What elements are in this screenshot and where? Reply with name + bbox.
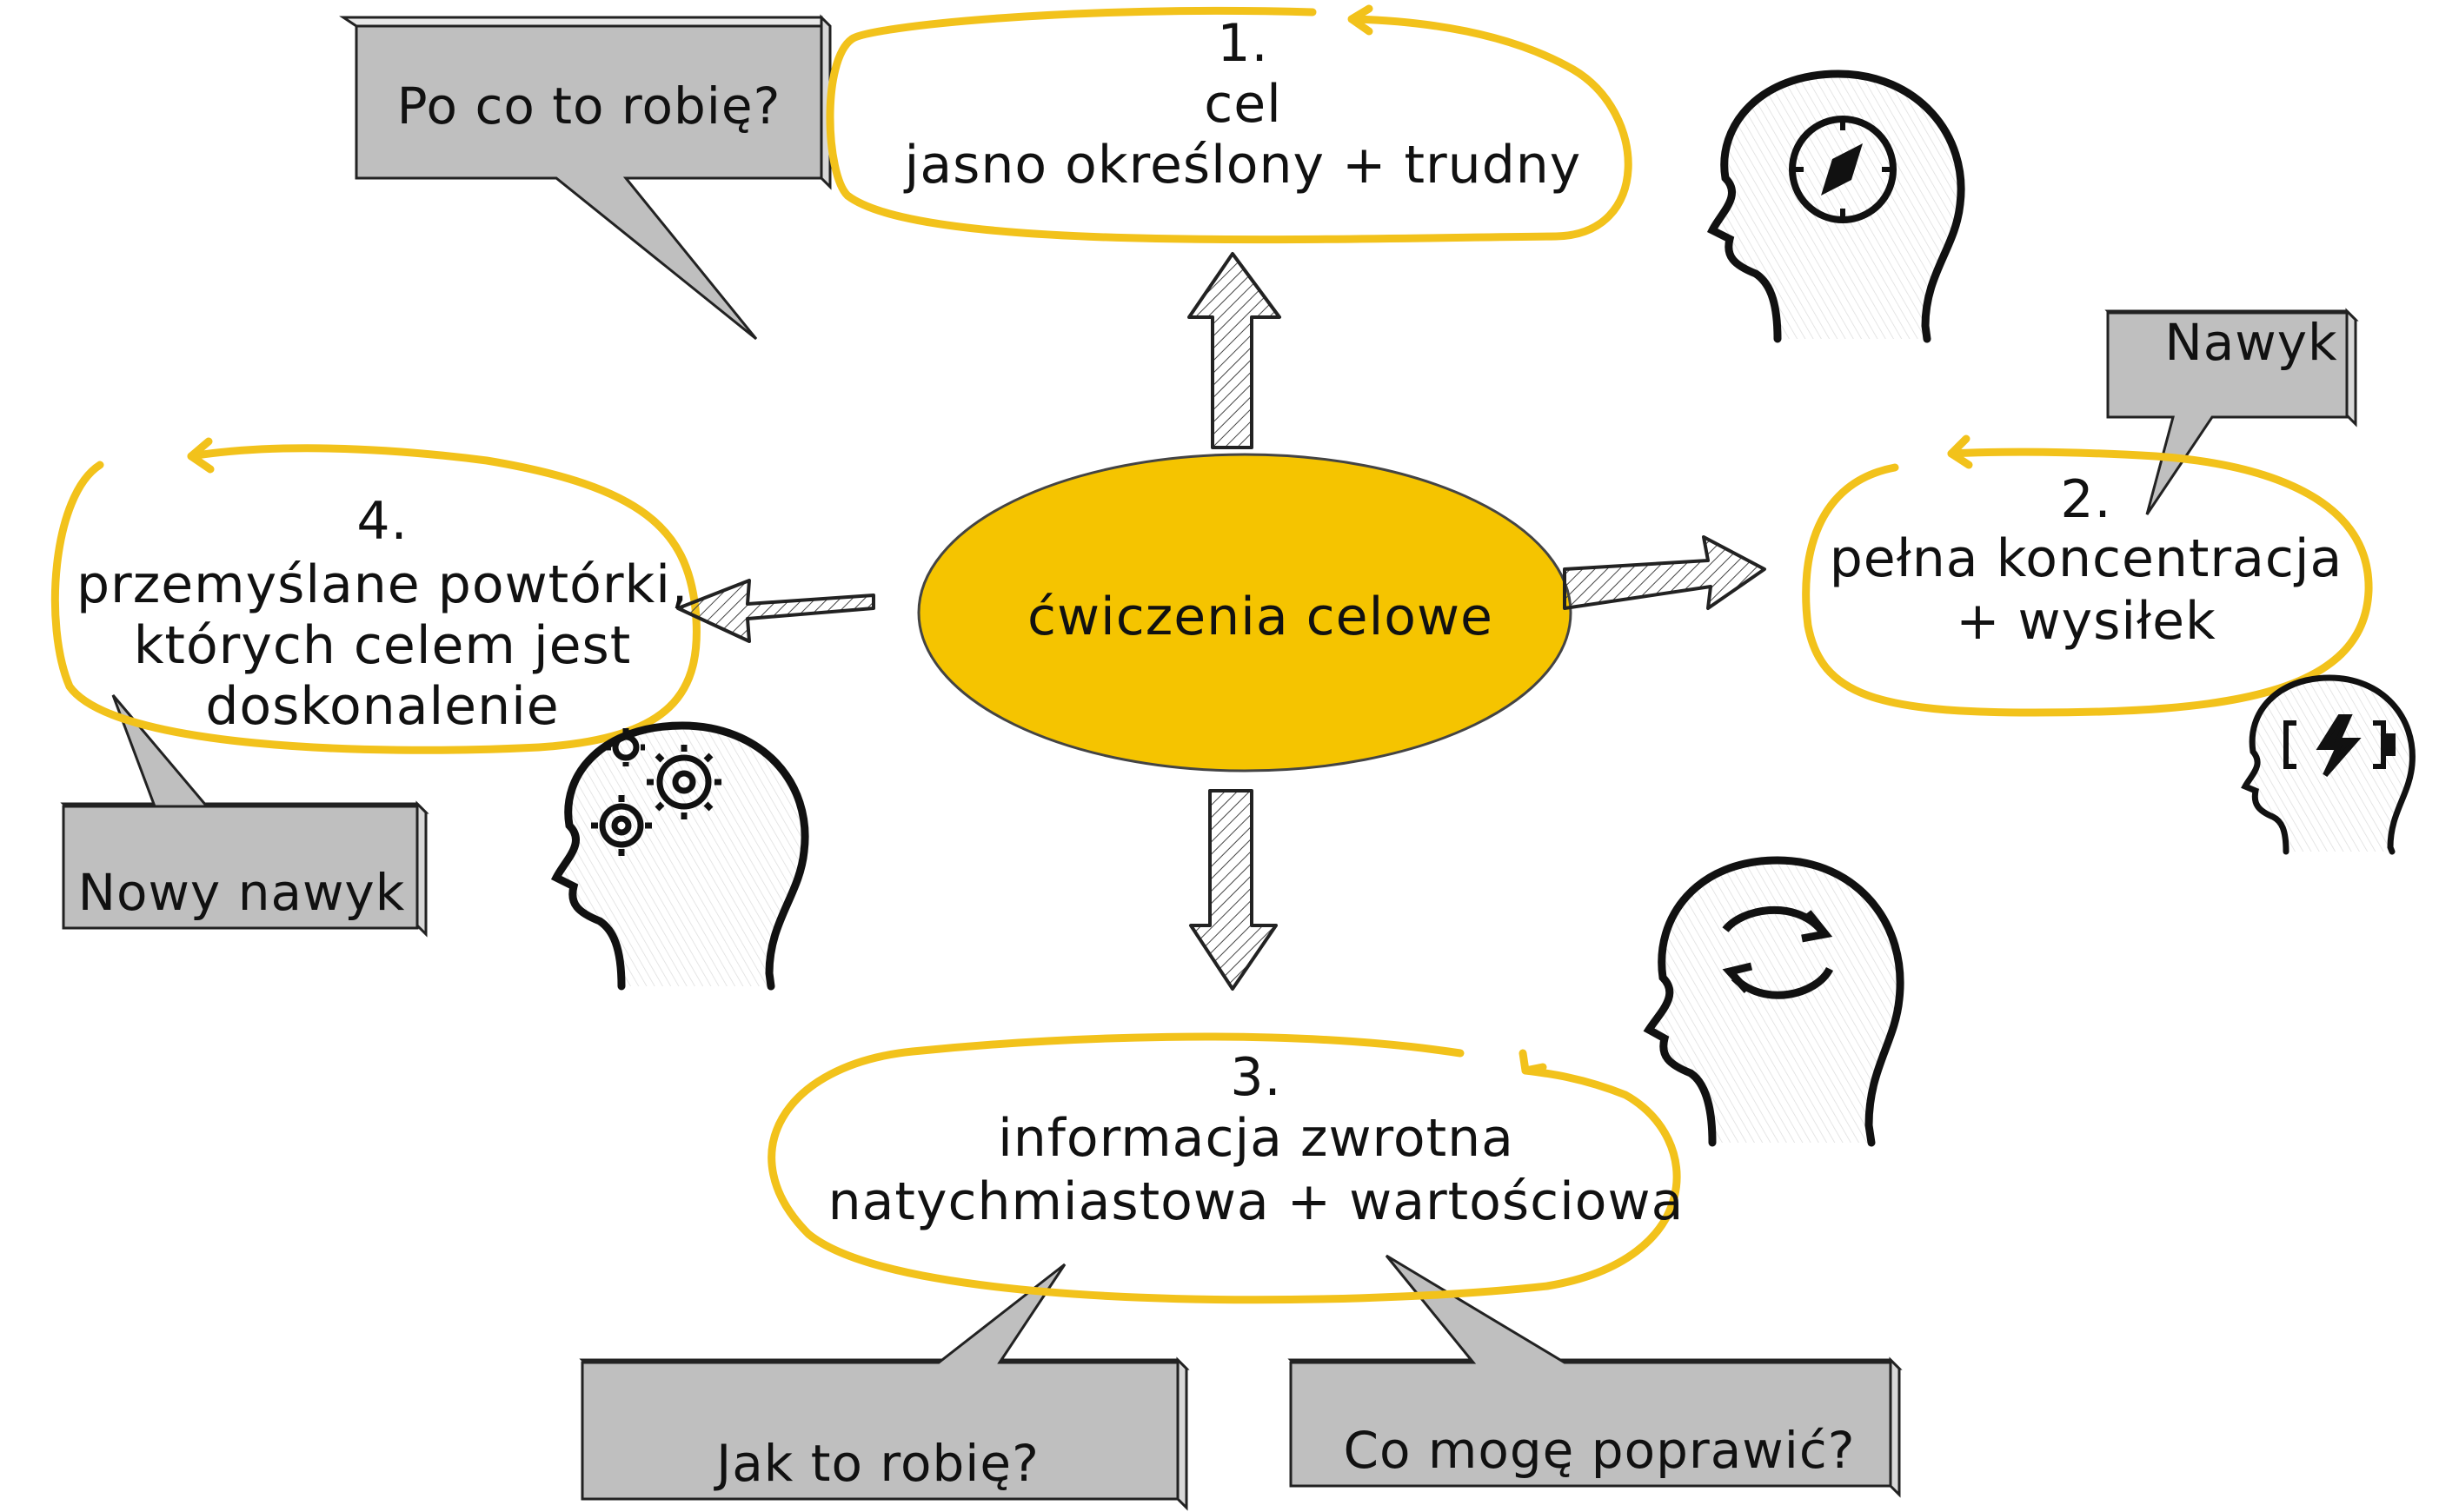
head-gears [550,721,809,991]
step-3-line-2: natychmiastowa + wartościowa [827,1171,1685,1232]
arrow-down [1189,789,1278,991]
head-battery [2241,674,2416,855]
center-label: ćwiczenia celowe [1027,587,1493,647]
step-4-line-1: przemyślane powtórki, [76,554,689,615]
loop-step-1 [826,6,1632,244]
step-3-number: 3. [1230,1047,1282,1108]
bubble-co-moge [1287,1254,1903,1498]
bubble-nowy-nawyk-text: Nowy nawyk [77,863,406,922]
bubble-po-co [339,14,832,341]
loop-step-3 [768,1032,1681,1304]
bubble-nowy-nawyk [60,694,429,938]
battery-lightning-icon [2283,714,2396,777]
center-ellipse [917,453,1572,773]
bubble-po-co-text: Po co to robię? [396,76,781,136]
step-2-number: 2. [2060,469,2112,530]
gears-icon [591,728,721,856]
head-compass [1706,70,1965,343]
loop-step-2 [1802,448,2373,717]
head-refresh [1643,856,1904,1147]
refresh-arrows-icon [1722,906,1834,999]
step-4-line-2: których celem jest [133,615,632,676]
step-4-number: 4. [356,491,409,552]
loop-arrowhead-1 [1347,4,1373,36]
arrow-left [676,579,875,643]
step-1-line-1: cel [1204,74,1282,135]
step-2-line-2: + wysiłek [1956,591,2216,652]
step-2-line-1: pełna koncentracja [1829,528,2343,589]
bubble-jak [579,1263,1190,1511]
loop-arrowhead-2 [1947,434,1973,469]
step-1-line-2: jasno określony + trudny [904,135,1582,196]
bubble-co-moge-text: Co mogę poprawić? [1343,1421,1856,1480]
bubble-nawyk [2104,308,2359,515]
step-3-line-1: informacja zwrotna [998,1108,1514,1169]
loop-step-4 [50,444,701,754]
arrow-right [1563,535,1766,610]
bubble-jak-text: Jak to robię? [716,1434,1040,1493]
step-1-number: 1. [1217,13,1269,74]
step-4-line-3: doskonalenie [205,676,560,737]
loop-arrowhead-3 [1519,1049,1547,1075]
compass-icon [1789,116,1897,223]
bubble-nawyk-text: Nawyk [2164,313,2338,372]
arrow-up [1187,252,1281,449]
loop-arrowhead-4 [187,437,215,474]
